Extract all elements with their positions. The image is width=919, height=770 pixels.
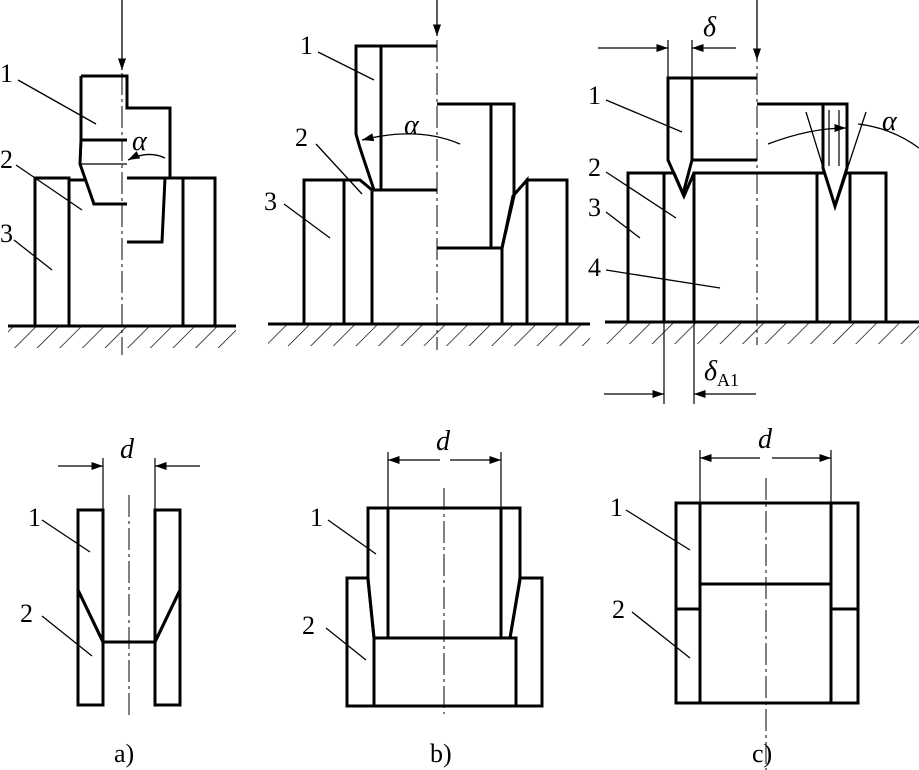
- bottom-c-part-2-right: [829, 607, 860, 705]
- diagram-top-a: α 1 2 3: [0, 0, 236, 355]
- cavity-a: [127, 178, 165, 242]
- caption-a: a): [114, 739, 134, 768]
- part-4-core: [692, 171, 819, 324]
- ground-c: [605, 322, 919, 344]
- part-3-right-b: [525, 178, 569, 326]
- punch-right-b: [489, 102, 516, 250]
- label-2-top-b: 2: [295, 123, 308, 152]
- label-2-bottom-b: 2: [302, 611, 315, 640]
- label-2-top-c: 2: [588, 153, 601, 182]
- part-2-right-b: [500, 176, 529, 326]
- part-2-left-b: [342, 178, 374, 326]
- diagram-bottom-c: d 1 2 c): [610, 424, 860, 770]
- diagram-top-c: δ α δA1 1 2 3 4: [588, 0, 919, 404]
- label-3-top-a: 3: [0, 219, 13, 248]
- angle-arc-b: [361, 133, 461, 145]
- caption-c: c): [752, 739, 772, 768]
- part-3-right: [181, 176, 217, 328]
- punch-right-c: [757, 104, 847, 206]
- label-1-bottom-b: 1: [310, 503, 323, 532]
- caption-b: b): [430, 739, 452, 768]
- bottom-c-part-2-left: [674, 607, 702, 705]
- bottom-c-part-1-left: [674, 501, 702, 611]
- label-2-bottom-c: 2: [612, 595, 625, 624]
- label-3-top-b: 3: [264, 187, 277, 216]
- label-2-top-a: 2: [0, 145, 13, 174]
- punch-left-b: [354, 44, 383, 192]
- label-3-top-c: 3: [588, 193, 601, 222]
- part-3-left-c: [626, 171, 666, 324]
- d-label-a: d: [120, 434, 135, 465]
- angle-arc-c: [767, 123, 847, 145]
- label-1-top-c: 1: [588, 81, 601, 110]
- label-4-top-c: 4: [588, 253, 601, 282]
- punch-left-c: [666, 76, 694, 199]
- diagram-bottom-a: d 1 2 a): [20, 434, 200, 768]
- label-2-bottom-a: 2: [20, 599, 33, 628]
- label-1-bottom-c: 1: [610, 493, 623, 522]
- alpha-label-b: α: [404, 110, 420, 141]
- delta-label: δ: [703, 12, 717, 43]
- diagram-top-b: α 1 2 3: [264, 0, 590, 350]
- diagram-bottom-b: d 1 2 b): [302, 426, 544, 768]
- alpha-label-c: α: [882, 106, 898, 137]
- part-3-left: [33, 176, 71, 328]
- d-label-c: d: [758, 424, 773, 455]
- part-2-left-c: [662, 171, 696, 324]
- ground-b: [268, 324, 590, 346]
- label-1-top-a: 1: [0, 59, 13, 88]
- part-3-left-b: [302, 178, 346, 326]
- part-3-right-c: [848, 171, 888, 324]
- d-label-b: d: [436, 426, 451, 457]
- delta-a1-label: δA1: [704, 356, 739, 390]
- bottom-c-part-1-right: [829, 501, 860, 611]
- alpha-label-a: α: [132, 126, 148, 157]
- label-1-bottom-a: 1: [28, 503, 41, 532]
- angle-arc-a: [127, 151, 166, 161]
- bottom-a-part-2: [76, 589, 182, 707]
- label-1-top-b: 1: [300, 31, 313, 60]
